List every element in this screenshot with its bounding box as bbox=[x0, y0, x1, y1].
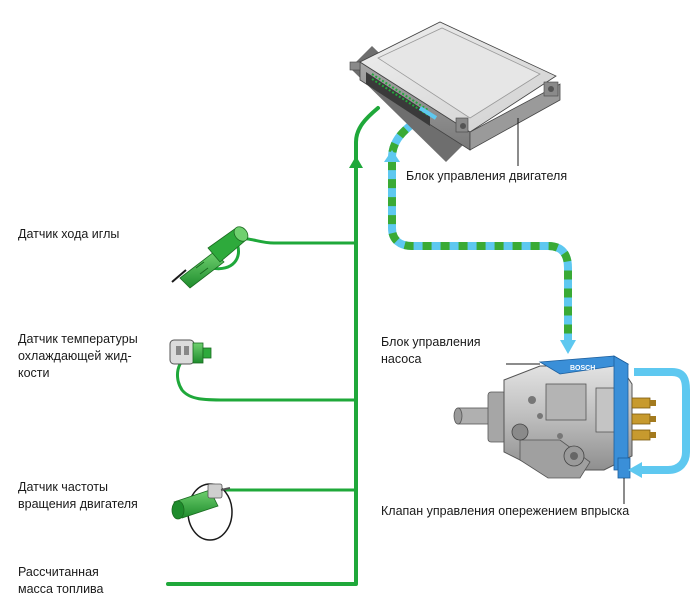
engine-speed-sensor bbox=[171, 483, 233, 541]
needle-sensor-label: Датчик хода иглы bbox=[18, 227, 120, 241]
delivery-valves bbox=[631, 397, 656, 441]
ecu-label: Блок управления двигателя bbox=[406, 169, 568, 183]
engine-ecu bbox=[349, 21, 561, 166]
coolant-sensor-label: Датчик температуры охлаждающей жид- кост… bbox=[18, 332, 138, 380]
trunk-arrow-icon bbox=[349, 156, 363, 168]
timing-valve bbox=[617, 457, 631, 479]
coolant-temperature-sensor bbox=[169, 339, 212, 365]
ecu-connector bbox=[366, 72, 438, 126]
can-bus-line bbox=[384, 114, 576, 354]
pump-control-unit-label: Блок управления насоса bbox=[381, 335, 481, 366]
needle-sensor-cable bbox=[236, 237, 356, 245]
pump-brand-label: BOSCH bbox=[570, 365, 595, 372]
fuel-mass-label: Рассчитанная масса топлива bbox=[18, 565, 104, 596]
can-arrow-up-icon bbox=[384, 150, 400, 162]
feedback-arrow-icon bbox=[628, 462, 642, 478]
needle-lift-sensor bbox=[171, 226, 249, 289]
pump-feedback-loop bbox=[634, 368, 690, 474]
timing-valve-label: Клапан управления опережением впрыска bbox=[381, 504, 630, 518]
injection-pump: BOSCH bbox=[453, 355, 656, 504]
coolant-sensor-cable bbox=[176, 350, 356, 402]
can-arrow-down-icon bbox=[560, 340, 576, 354]
rpm-sensor-label: Датчик частоты вращения двигателя bbox=[18, 480, 138, 511]
